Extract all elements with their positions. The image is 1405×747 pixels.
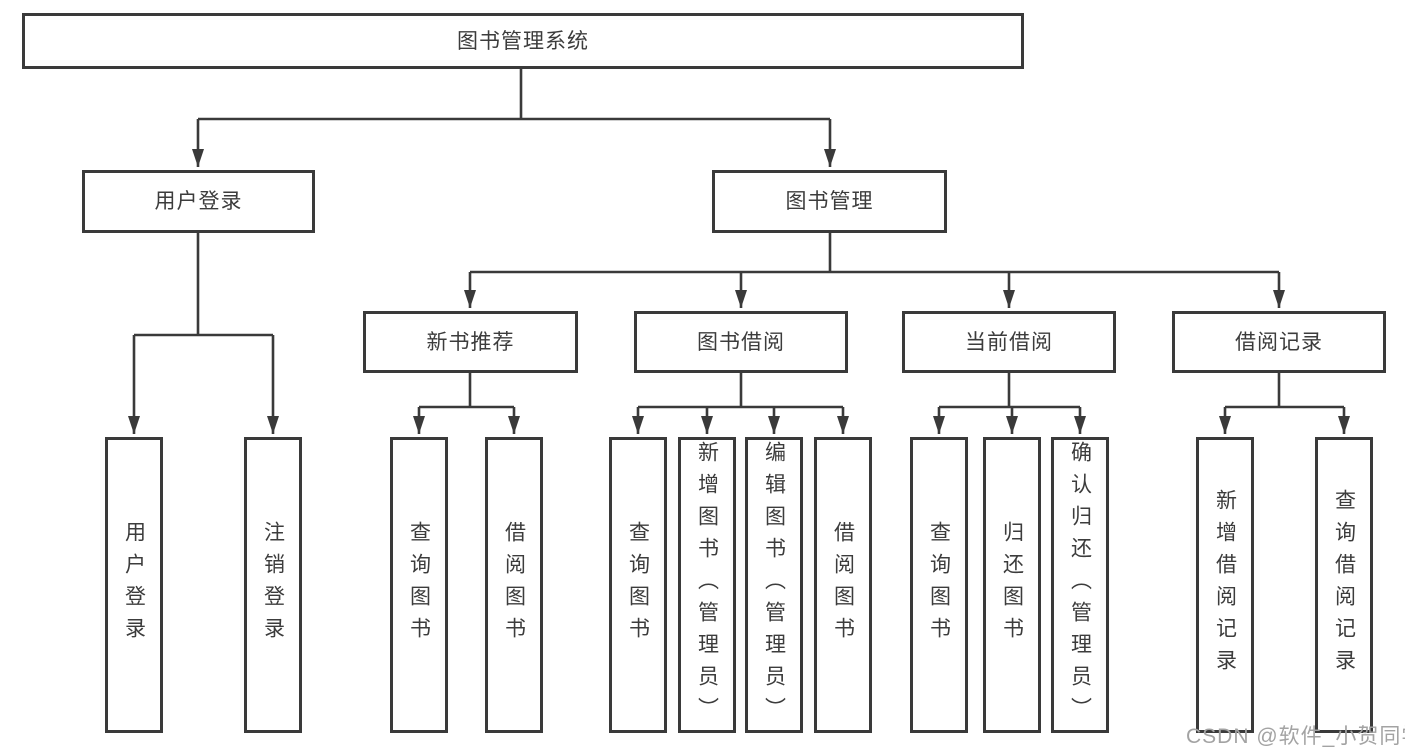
node-leaf-logout: 注销登录 xyxy=(244,437,302,733)
watermark: CSDN @软件_小贺同学 xyxy=(1186,725,1405,747)
node-leaf-bb-edit-books-admin: 编辑图书（管理员） xyxy=(745,437,803,733)
node-leaf-nb-query-books: 查询图书 xyxy=(390,437,448,733)
node-leaf-cb-confirm-return-admin: 确认归还（管理员） xyxy=(1051,437,1109,733)
node-library-system: 图书管理系统 xyxy=(22,13,1024,69)
node-leaf-bb-borrow-books: 借阅图书 xyxy=(814,437,872,733)
node-leaf-nb-borrow-books: 借阅图书 xyxy=(485,437,543,733)
node-leaf-user-login: 用户登录 xyxy=(105,437,163,733)
node-book-borrowing: 图书借阅 xyxy=(634,311,848,373)
node-user-login: 用户登录 xyxy=(82,170,315,233)
node-book-management: 图书管理 xyxy=(712,170,947,233)
node-leaf-cb-return-books: 归还图书 xyxy=(983,437,1041,733)
node-current-borrowing: 当前借阅 xyxy=(902,311,1116,373)
node-new-book-recommend: 新书推荐 xyxy=(363,311,578,373)
node-leaf-bb-add-books-admin: 新增图书（管理员） xyxy=(678,437,736,733)
node-leaf-br-add-record: 新增借阅记录 xyxy=(1196,437,1254,733)
node-leaf-cb-query-books: 查询图书 xyxy=(910,437,968,733)
node-borrow-records: 借阅记录 xyxy=(1172,311,1386,373)
node-leaf-br-query-record: 查询借阅记录 xyxy=(1315,437,1373,733)
node-leaf-bb-query-books: 查询图书 xyxy=(609,437,667,733)
